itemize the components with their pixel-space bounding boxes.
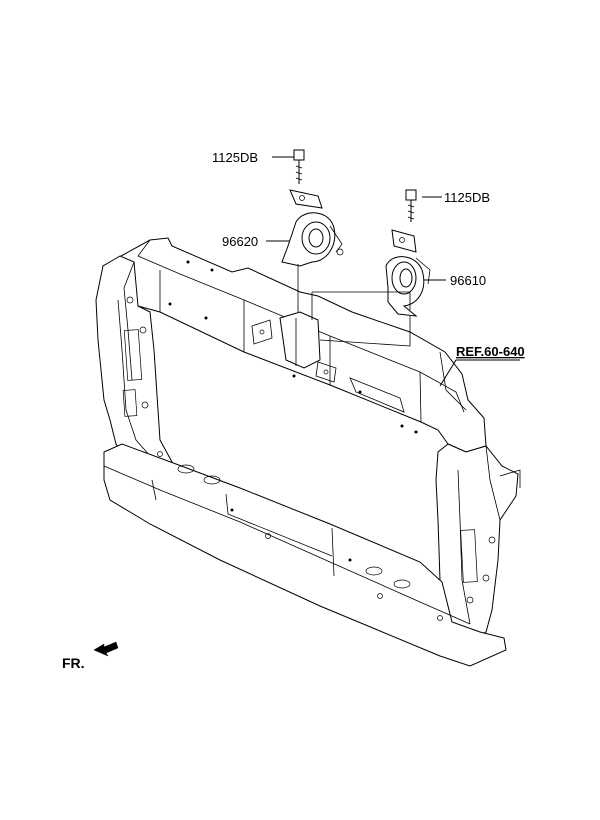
bolt-1125db-left — [293, 149, 305, 184]
horn-mounting-bracket — [251, 311, 337, 383]
label-horn-96620: 96620 — [222, 234, 258, 249]
leader-lines — [266, 156, 520, 387]
frame-fastener-points — [168, 260, 418, 562]
horn-96620 — [281, 189, 344, 267]
front-end-module-carrier — [95, 237, 521, 667]
front-label: FR. — [62, 655, 85, 671]
horn-96610 — [385, 229, 431, 317]
lower-cross-member — [103, 443, 507, 667]
front-marker: FR. — [62, 641, 119, 671]
bolt-1125db-right — [405, 189, 417, 222]
front-direction-arrow-icon — [93, 641, 119, 657]
label-horn-96610: 96610 — [450, 273, 486, 288]
label-bolt-left: 1125DB — [212, 150, 258, 165]
right-side-member — [435, 443, 519, 641]
label-reference: REF.60-640 — [456, 344, 525, 359]
label-bolt-right: 1125DB — [444, 190, 490, 205]
